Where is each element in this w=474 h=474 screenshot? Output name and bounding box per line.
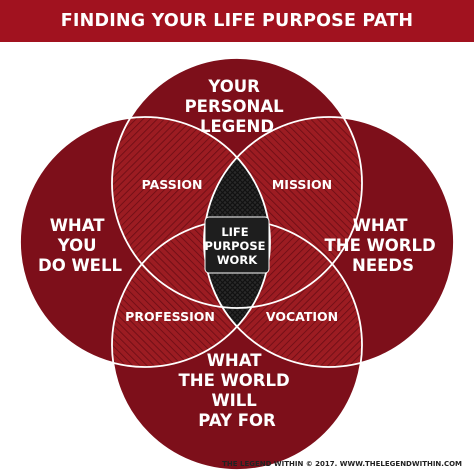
label-what-the-world-will-pay-for: WHAT THE WORLD WILL PAY FOR bbox=[179, 351, 296, 430]
label-profession: PROFESSION bbox=[125, 309, 215, 324]
circle-outlines bbox=[19, 57, 455, 471]
header-bar bbox=[0, 0, 474, 42]
label-mission: MISSION bbox=[272, 177, 332, 192]
copyright-footer: THE LEGEND WITHIN © 2017. WWW.THELEGENDW… bbox=[222, 460, 462, 468]
label-life-purpose-work: LIFE PURPOSE WORK bbox=[205, 225, 270, 267]
label-vocation: VOCATION bbox=[266, 309, 338, 324]
label-what-you-do-well: WHAT YOU DO WELL bbox=[38, 216, 122, 275]
label-your-personal-legend: YOUR PERSONAL LEGEND bbox=[185, 77, 290, 136]
center-box bbox=[204, 216, 270, 274]
label-passion: PASSION bbox=[142, 177, 203, 192]
page-title: FINDING YOUR LIFE PURPOSE PATH bbox=[60, 11, 414, 31]
label-what-the-world-needs: WHAT THE WORLD NEEDS bbox=[325, 216, 442, 275]
